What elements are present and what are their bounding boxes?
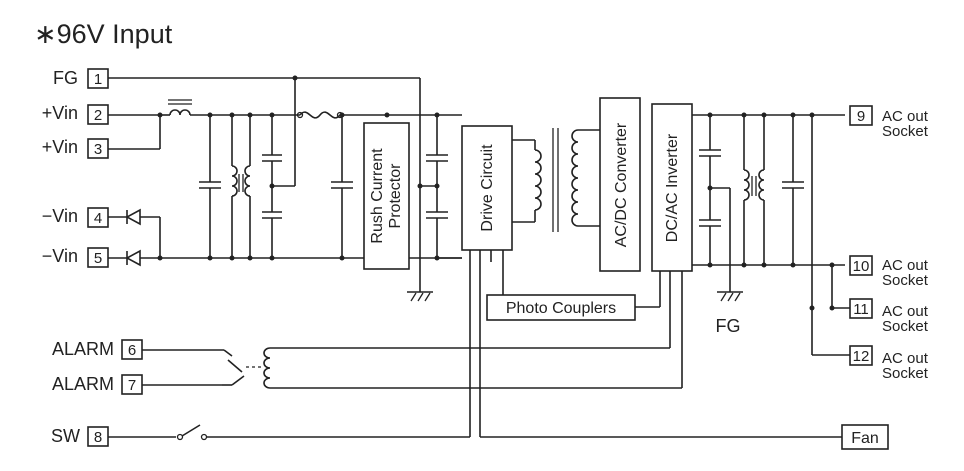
drive-label: Drive Circuit — [479, 144, 496, 232]
socket-9-number: 9 — [857, 108, 865, 125]
rush-current-protector: Rush Current Protector — [363, 122, 410, 270]
pin-7-number: 7 — [128, 377, 136, 394]
rush-label-line2: Protector — [387, 163, 404, 229]
socket-12-line1: AC out — [882, 350, 929, 367]
output-wiring: FG — [692, 112, 850, 356]
socket-12-line2: Socket — [882, 365, 929, 382]
main-transformer — [512, 128, 600, 232]
pin-5-label: −Vin — [42, 246, 78, 266]
pin-1-label: FG — [53, 68, 78, 88]
switch-and-fan: Fan — [108, 250, 889, 450]
pin-2-label: +Vin — [42, 103, 78, 123]
output-sockets: 9 AC out Socket 10 AC out Socket 11 AC o… — [849, 105, 929, 382]
photo-label: Photo Couplers — [506, 300, 616, 317]
pin-5-number: 5 — [94, 250, 102, 267]
socket-11-number: 11 — [853, 301, 869, 318]
socket-12-number: 12 — [853, 348, 870, 365]
socket-9-box — [849, 105, 873, 126]
pin-8-number: 8 — [94, 429, 102, 446]
socket-12-box — [849, 345, 873, 366]
socket-9-line1: AC out — [882, 108, 929, 125]
output-ground-label: FG — [716, 316, 741, 336]
diagram-title: ∗96V Input — [34, 19, 173, 49]
alarm-relay — [142, 271, 683, 389]
socket-11-line1: AC out — [882, 303, 929, 320]
input-pins: FG 1 +Vin 2 +Vin 3 −Vin 4 −Vin 5 ALARM 6… — [42, 68, 143, 447]
pin-4-label: −Vin — [42, 206, 78, 226]
fan-label: Fan — [851, 430, 879, 447]
socket-11-line2: Socket — [882, 318, 929, 335]
socket-10-number: 10 — [853, 258, 870, 275]
dcac-inverter: DC/AC Inverter — [651, 103, 693, 272]
photo-couplers: Photo Couplers — [486, 250, 661, 321]
drive-circuit: Drive Circuit — [461, 125, 513, 251]
acdc-converter: AC/DC Converter — [599, 97, 641, 272]
pin-3-label: +Vin — [42, 137, 78, 157]
dcac-label: DC/AC Inverter — [664, 133, 681, 242]
pin-4-number: 4 — [94, 210, 102, 227]
rush-label-line1: Rush Current — [369, 148, 386, 244]
pin-2-number: 2 — [94, 107, 102, 124]
pin-6-number: 6 — [128, 342, 136, 359]
pin-7-label: ALARM — [52, 374, 114, 394]
pin-3-number: 3 — [94, 141, 102, 158]
pin-6-label: ALARM — [52, 339, 114, 359]
pin-1-number: 1 — [94, 71, 102, 88]
socket-10-line1: AC out — [882, 257, 929, 274]
socket-10-line2: Socket — [882, 272, 929, 289]
socket-10-box — [849, 255, 873, 276]
acdc-label: AC/DC Converter — [613, 122, 630, 247]
pin-8-label: SW — [51, 426, 80, 446]
socket-9-line2: Socket — [882, 123, 929, 140]
socket-11-box — [849, 298, 873, 319]
